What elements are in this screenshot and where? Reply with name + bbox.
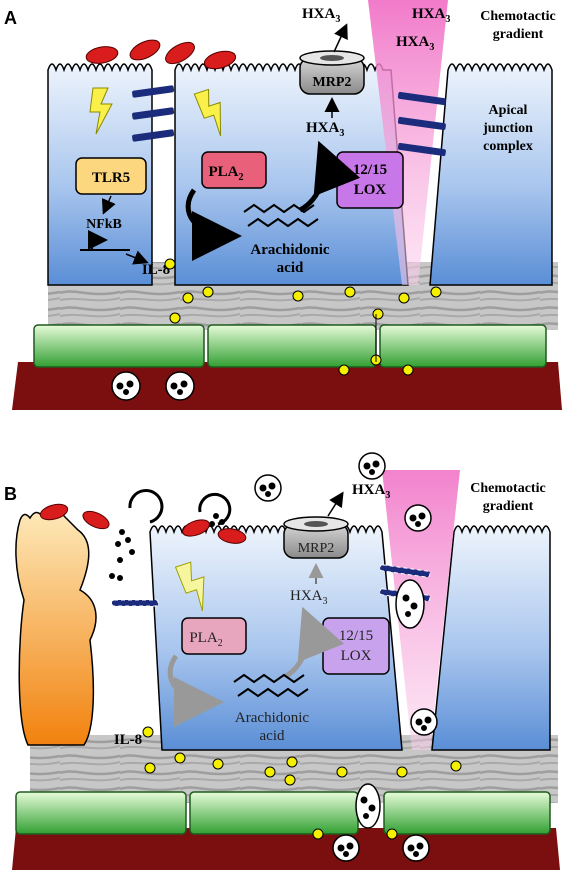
panel-b: B: [4, 452, 560, 870]
epithelial-cell: [431, 525, 551, 751]
acid-label: acid: [260, 728, 285, 744]
pla2-box: [201, 151, 267, 189]
chemotactic-label: Chemotactic: [480, 9, 555, 24]
lox-box: [322, 617, 390, 675]
flagellin: [39, 503, 247, 544]
lox-box: [336, 151, 404, 209]
mrp2-label: MRP2: [313, 75, 352, 90]
pla2-box: [181, 617, 247, 655]
arrow-icon: [284, 606, 345, 679]
flagellin: [85, 39, 237, 70]
arrow-icon: [298, 140, 361, 213]
hxa3-gradient-label-1: HXA3: [412, 6, 450, 25]
il8-label: IL-8: [114, 732, 142, 748]
apical-label: Apical: [489, 103, 528, 118]
mrp2-label: MRP2: [298, 541, 335, 556]
neutrophil-icon: [358, 452, 386, 480]
arrow-icon: [185, 188, 242, 261]
chemotactic-label: Chemotactic: [470, 481, 545, 496]
hxa3-gradient-label-2: HXA3: [396, 34, 434, 53]
pla2-label: PLA2: [189, 630, 222, 649]
lamina-propria: [12, 362, 562, 410]
basement-membrane-segment: [33, 324, 205, 368]
debris-dots: [109, 513, 225, 581]
arachidonic-label: Arachidonic: [235, 710, 309, 726]
bacterium-icon: [128, 489, 232, 526]
panel-a: A: [4, 0, 562, 410]
neutrophil-icon: [404, 504, 432, 532]
apical-junction-complex: [132, 85, 446, 157]
hxa3-intracellular-label: HXA3: [290, 588, 328, 607]
junction-label: junction: [482, 121, 533, 136]
arrow-icon: [327, 491, 344, 517]
pla2-label: PLA2: [209, 164, 244, 183]
lox-label-line1: 12/15: [339, 628, 373, 644]
arrow-icon: [167, 654, 224, 727]
neutrophil-icon: [395, 579, 425, 629]
epithelial-cell: [429, 63, 553, 286]
fatty-acid-chain-icon: [243, 203, 319, 228]
il8-label: IL-8: [142, 262, 170, 278]
basement-membrane-segment: [207, 324, 377, 368]
gradient-label: gradient: [493, 27, 544, 42]
panel-b-letter: B: [4, 484, 17, 504]
chemotactic-gradient-cone: [368, 0, 448, 285]
neutrophil-icon: [402, 834, 430, 862]
arrow-icon: [125, 250, 149, 265]
lightning-icon: [89, 87, 113, 135]
mrp2-transporter: [299, 50, 365, 95]
nfkb-label: NFkB: [86, 217, 122, 232]
lox-label-line2: LOX: [354, 182, 387, 198]
tlr5-box: [75, 157, 147, 195]
hxa3-intracellular-label: HXA3: [306, 120, 344, 139]
macrophage: [15, 509, 97, 746]
gradient-label: gradient: [483, 499, 534, 514]
acid-label: acid: [277, 260, 304, 276]
neutrophil-icon: [165, 371, 195, 401]
neutrophil-icon: [332, 834, 360, 862]
tlr5-label: TLR5: [92, 170, 130, 186]
basement-membrane-segment: [379, 324, 547, 368]
lightning-icon: [193, 88, 222, 137]
hxa3-secreted-label: HXA3: [352, 482, 390, 501]
complex-label: complex: [483, 139, 533, 154]
lox-label-line2: LOX: [341, 648, 372, 664]
il8-dots: [142, 726, 462, 840]
neutrophil-icon: [254, 474, 282, 502]
neutrophil-icon: [111, 371, 141, 401]
panel-a-letter: A: [4, 8, 17, 28]
arrow-icon: [101, 195, 116, 215]
lightning-icon: [174, 561, 205, 612]
neutrophil-icon: [410, 708, 438, 736]
promoter-icon: [80, 230, 130, 251]
basement-membrane-segment: [383, 791, 551, 835]
basement-membrane-segment: [189, 791, 359, 835]
lox-label-line1: 12/15: [353, 162, 387, 178]
hxa3-secreted-label: HXA3: [302, 6, 340, 25]
fatty-acid-chain-icon: [233, 673, 309, 698]
basement-membrane-segment: [15, 791, 187, 835]
neutrophil-icon: [355, 783, 381, 829]
mrp2-transporter: [283, 516, 349, 559]
arrow-icon: [333, 23, 348, 53]
arachidonic-label: Arachidonic: [250, 242, 330, 258]
